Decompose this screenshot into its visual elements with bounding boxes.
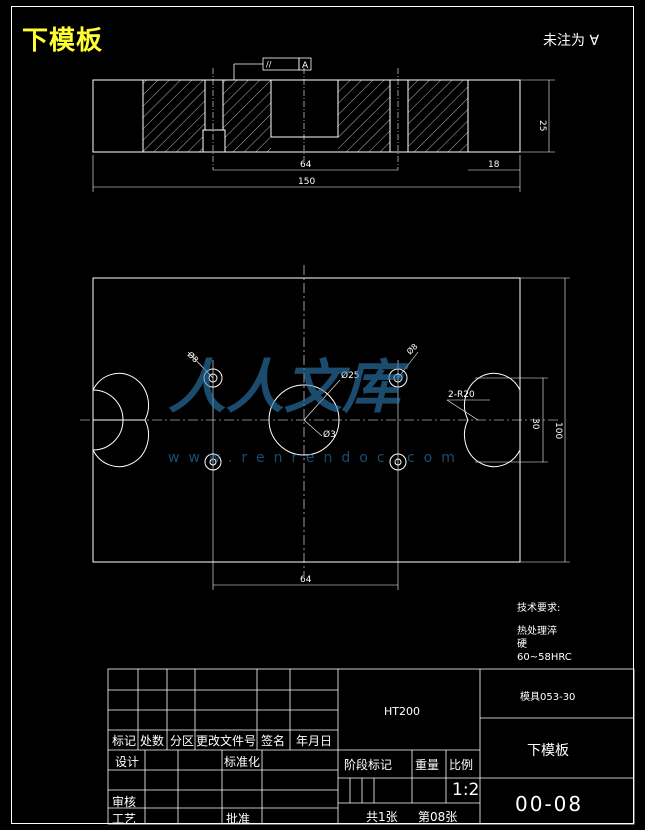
tech-line1: 热处理淬 — [517, 626, 557, 637]
material: HT200 — [384, 705, 420, 718]
tech-requirements: 技术要求: 热处理淬 硬 60~58HRC — [517, 602, 572, 664]
dim-right: 18 — [488, 160, 500, 170]
label-design: 设计 — [115, 755, 140, 769]
hdr-change-doc: 更改文件号 — [196, 734, 257, 748]
scale: 1:2 — [452, 780, 480, 800]
surface-note-text: 未注为 — [543, 33, 585, 49]
hdr-mark: 标记 — [112, 734, 137, 748]
label-approve: 批准 — [226, 812, 251, 826]
label-slot: 2-R20 — [448, 390, 475, 400]
hatch-mid-right — [338, 80, 390, 152]
part-name: 下模板 — [527, 743, 569, 759]
part-code: 00-08 — [515, 792, 584, 816]
section-view: // A 150 64 18 25 — [92, 57, 555, 192]
dim-width: 150 — [298, 177, 315, 187]
hatch-left — [143, 80, 205, 152]
label-stage: 阶段标记 — [344, 758, 393, 772]
total-sheets: 共1张 — [366, 810, 398, 824]
sheet-number: 第08张 — [418, 810, 458, 824]
label-hole-center: Ø25 — [341, 370, 360, 381]
section-outline — [92, 79, 521, 153]
hdr-date: 年月日 — [296, 734, 333, 748]
tech-line3: 60~58HRC — [517, 652, 572, 663]
watermark-brand: 人人文库 — [168, 353, 401, 421]
label-ratio: 比例 — [449, 758, 474, 772]
center-hole — [268, 384, 340, 456]
label-weight: 重量 — [415, 758, 440, 772]
tech-line2: 硬 — [517, 639, 527, 650]
drawing-frame — [11, 6, 634, 824]
dim-center: 64 — [300, 160, 312, 170]
hatch-right — [408, 80, 468, 152]
drawing-title: 下模板 — [22, 26, 104, 56]
label-hole-inner: Ø3 — [323, 429, 336, 440]
drawing-number: 模具053-30 — [520, 692, 576, 703]
hatch-mid-left — [223, 80, 271, 152]
dim-plan-bottom: 64 — [300, 575, 312, 585]
hdr-signature: 签名 — [261, 734, 286, 748]
watermark-url: www.renrendoc.com — [168, 450, 464, 466]
datum-label: A — [302, 61, 309, 71]
label-process: 工艺 — [112, 812, 137, 826]
surface-note: 未注为 ∀ — [543, 33, 600, 49]
label-check: 审核 — [112, 795, 137, 809]
dim-height: 25 — [537, 120, 547, 131]
tech-heading: 技术要求: — [517, 603, 561, 614]
hdr-zone: 分区 — [170, 734, 195, 748]
dim-plan-height: 100 — [553, 422, 563, 439]
dim-plan-inner: 30 — [530, 418, 540, 430]
hdr-count: 处数 — [140, 734, 165, 748]
label-standardization: 标准化 — [224, 755, 261, 769]
tolerance-symbol: // — [266, 60, 272, 69]
